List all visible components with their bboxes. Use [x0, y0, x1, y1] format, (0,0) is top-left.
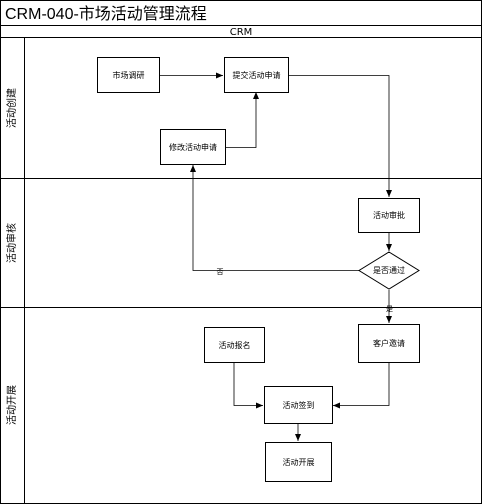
node-checkin: 活动签到	[264, 386, 333, 424]
edge-submit-to-approve	[289, 75, 392, 197]
node-approve: 活动审批	[358, 198, 420, 233]
node-signup-label: 活动报名	[219, 340, 251, 350]
node-submit-request: 提交活动申请	[224, 57, 289, 93]
node-modify-request: 修改活动申请	[160, 129, 226, 165]
node-launch-label: 活动开展	[283, 457, 315, 467]
node-market-research: 市场调研	[97, 57, 160, 93]
node-modify-request-label: 修改活动申请	[169, 142, 217, 152]
node-launch: 活动开展	[265, 442, 332, 482]
edge-signup-to-checkin	[233, 363, 263, 409]
node-approve-label: 活动审批	[373, 210, 405, 220]
connectors	[160, 72, 392, 441]
diagram-title: CRM-040-市场活动管理流程	[5, 5, 207, 23]
lane-label-execute: 活动开展	[6, 385, 18, 425]
node-market-research-label: 市场调研	[113, 70, 145, 80]
node-submit-request-label: 提交活动申请	[233, 70, 281, 80]
edge-label-no: 否	[217, 268, 224, 276]
node-decision: 是否通过	[358, 251, 420, 290]
node-checkin-label: 活动签到	[283, 400, 315, 410]
edge-decision-no	[190, 165, 359, 271]
edge-invite-to-checkin	[333, 363, 390, 409]
node-decision-label: 是否通过	[373, 265, 405, 275]
lane-label-review: 活动审核	[5, 223, 18, 263]
pool-label: CRM	[230, 27, 253, 38]
edge-modify-to-submit	[226, 92, 259, 148]
node-invite: 客户邀请	[358, 324, 420, 363]
node-signup: 活动报名	[204, 327, 265, 363]
lane-label-create: 活动创建	[5, 88, 18, 128]
edge-label-yes: 是	[386, 305, 393, 313]
node-invite-label: 客户邀请	[373, 338, 405, 348]
